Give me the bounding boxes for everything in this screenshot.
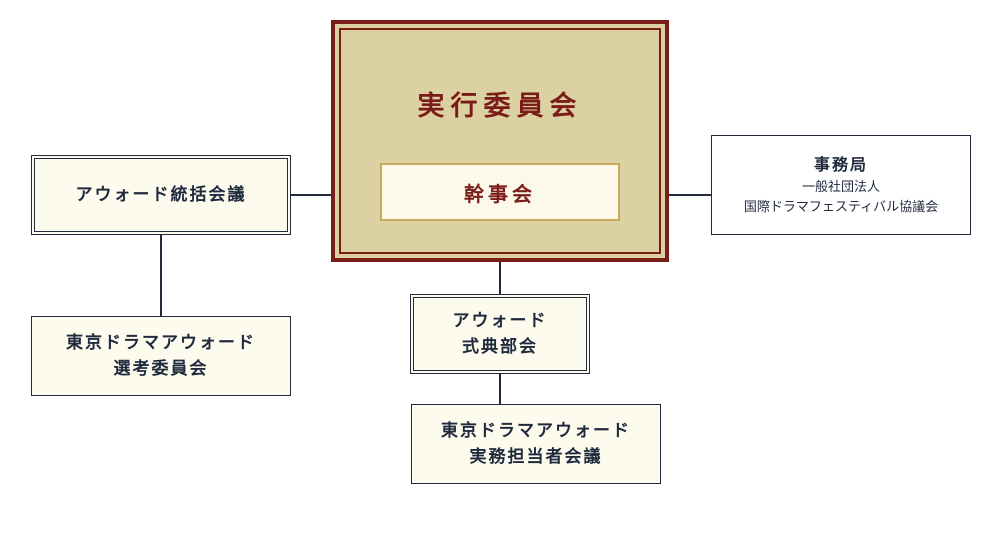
connector-ceremony-practical [499,374,501,404]
ceremony-subcommittee-box: アウォード 式典部会 [410,294,590,374]
practical-meeting-box: 東京ドラマアウォード 実務担当者会議 [411,404,661,484]
practical-line1: 東京ドラマアウォード [441,421,631,441]
connector-council-main [291,194,331,196]
connector-council-selection [160,235,162,316]
secretariat-title: 事務局 [813,155,868,174]
secretariat-org-name: 国際ドラマフェスティバル協議会 [743,200,939,215]
practical-line2: 実務担当者会議 [469,447,603,467]
ceremony-line1: アウォード [452,311,548,331]
selection-committee-box: 東京ドラマアウォード 選考委員会 [31,316,291,396]
steering-committee-box: 幹事会 [380,163,620,221]
award-council-label: アウォード統括会議 [75,185,247,205]
executive-committee-title: 実行委員会 [417,91,583,122]
executive-committee-box: 実行委員会 幹事会 [331,20,669,262]
selection-committee-line1: 東京ドラマアウォード [66,333,256,353]
ceremony-line2: 式典部会 [462,337,538,357]
selection-committee-line2: 選考委員会 [113,359,209,379]
award-council-box: アウォード統括会議 [31,155,291,235]
connector-main-secretariat [669,194,711,196]
secretariat-box: 事務局 一般社団法人 国際ドラマフェスティバル協議会 [711,135,971,235]
connector-main-ceremony [499,262,501,294]
secretariat-org-type: 一般社団法人 [801,180,880,195]
